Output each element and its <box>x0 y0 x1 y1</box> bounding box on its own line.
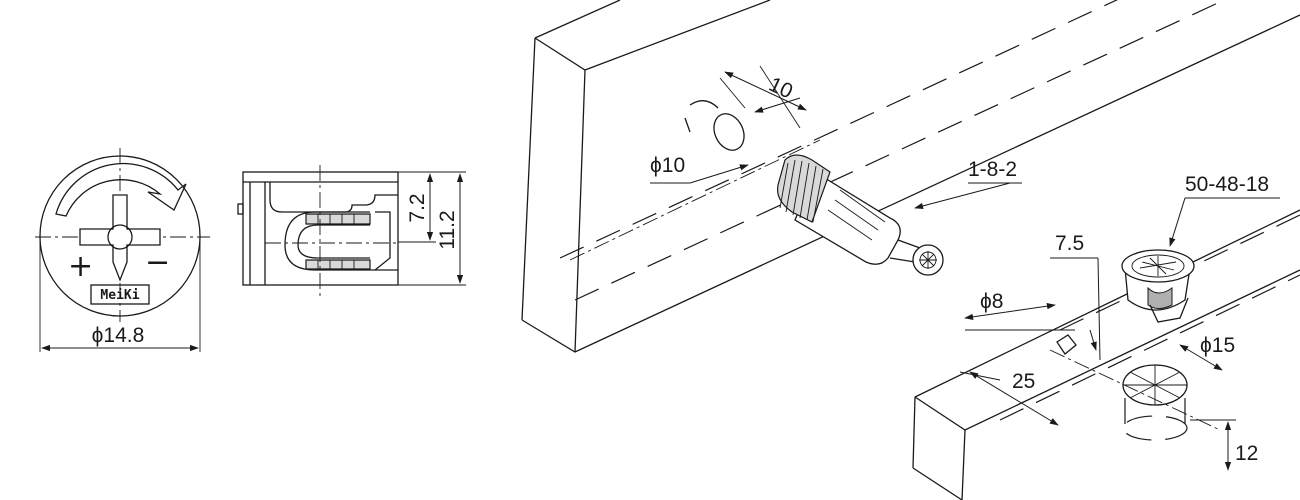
dowel-bolt-icon: 1-8-2 <box>776 154 1022 276</box>
dim-cam-inner-height: 7.2 <box>406 193 429 222</box>
dim-bolt-hole-depth: 10 <box>765 73 796 104</box>
cam-front-view: + − MeiKi ϕ14.8 <box>35 148 210 352</box>
part-code-cam: 50-48-18 <box>1185 173 1269 196</box>
cross-slot-icon <box>79 194 161 282</box>
dim-hole-spacing: 25 <box>1012 370 1035 393</box>
bolt-hole: 10 ϕ10 <box>650 65 807 184</box>
cam-hole: ϕ15 12 <box>1122 334 1258 471</box>
dim-cam-diameter: ϕ14.8 <box>92 324 145 347</box>
pin-hole: ϕ8 <box>964 290 1077 355</box>
dim-cam-hole-depth: 12 <box>1235 442 1258 465</box>
dim-pin-hole-diameter: ϕ8 <box>980 290 1003 313</box>
cam-side-view: 7.2 11.2 <box>237 165 466 298</box>
cam-fitting-icon: 50-48-18 <box>1121 173 1280 323</box>
dim-edge-offset: 7.5 <box>1055 232 1084 255</box>
dim-cam-hole-diameter: ϕ15 <box>1200 334 1235 357</box>
dim-cam-total-height: 11.2 <box>436 210 459 249</box>
plus-symbol: + <box>68 249 93 284</box>
hole-spacing-dims: 25 7.5 <box>959 232 1101 426</box>
dim-bolt-hole-diameter: ϕ10 <box>650 154 685 177</box>
brand-logo: MeiKi <box>100 288 139 303</box>
upper-board <box>521 0 1300 353</box>
rotation-arrow-icon <box>55 162 187 217</box>
minus-symbol: − <box>145 245 170 280</box>
part-code-bolt: 1-8-2 <box>968 158 1017 181</box>
